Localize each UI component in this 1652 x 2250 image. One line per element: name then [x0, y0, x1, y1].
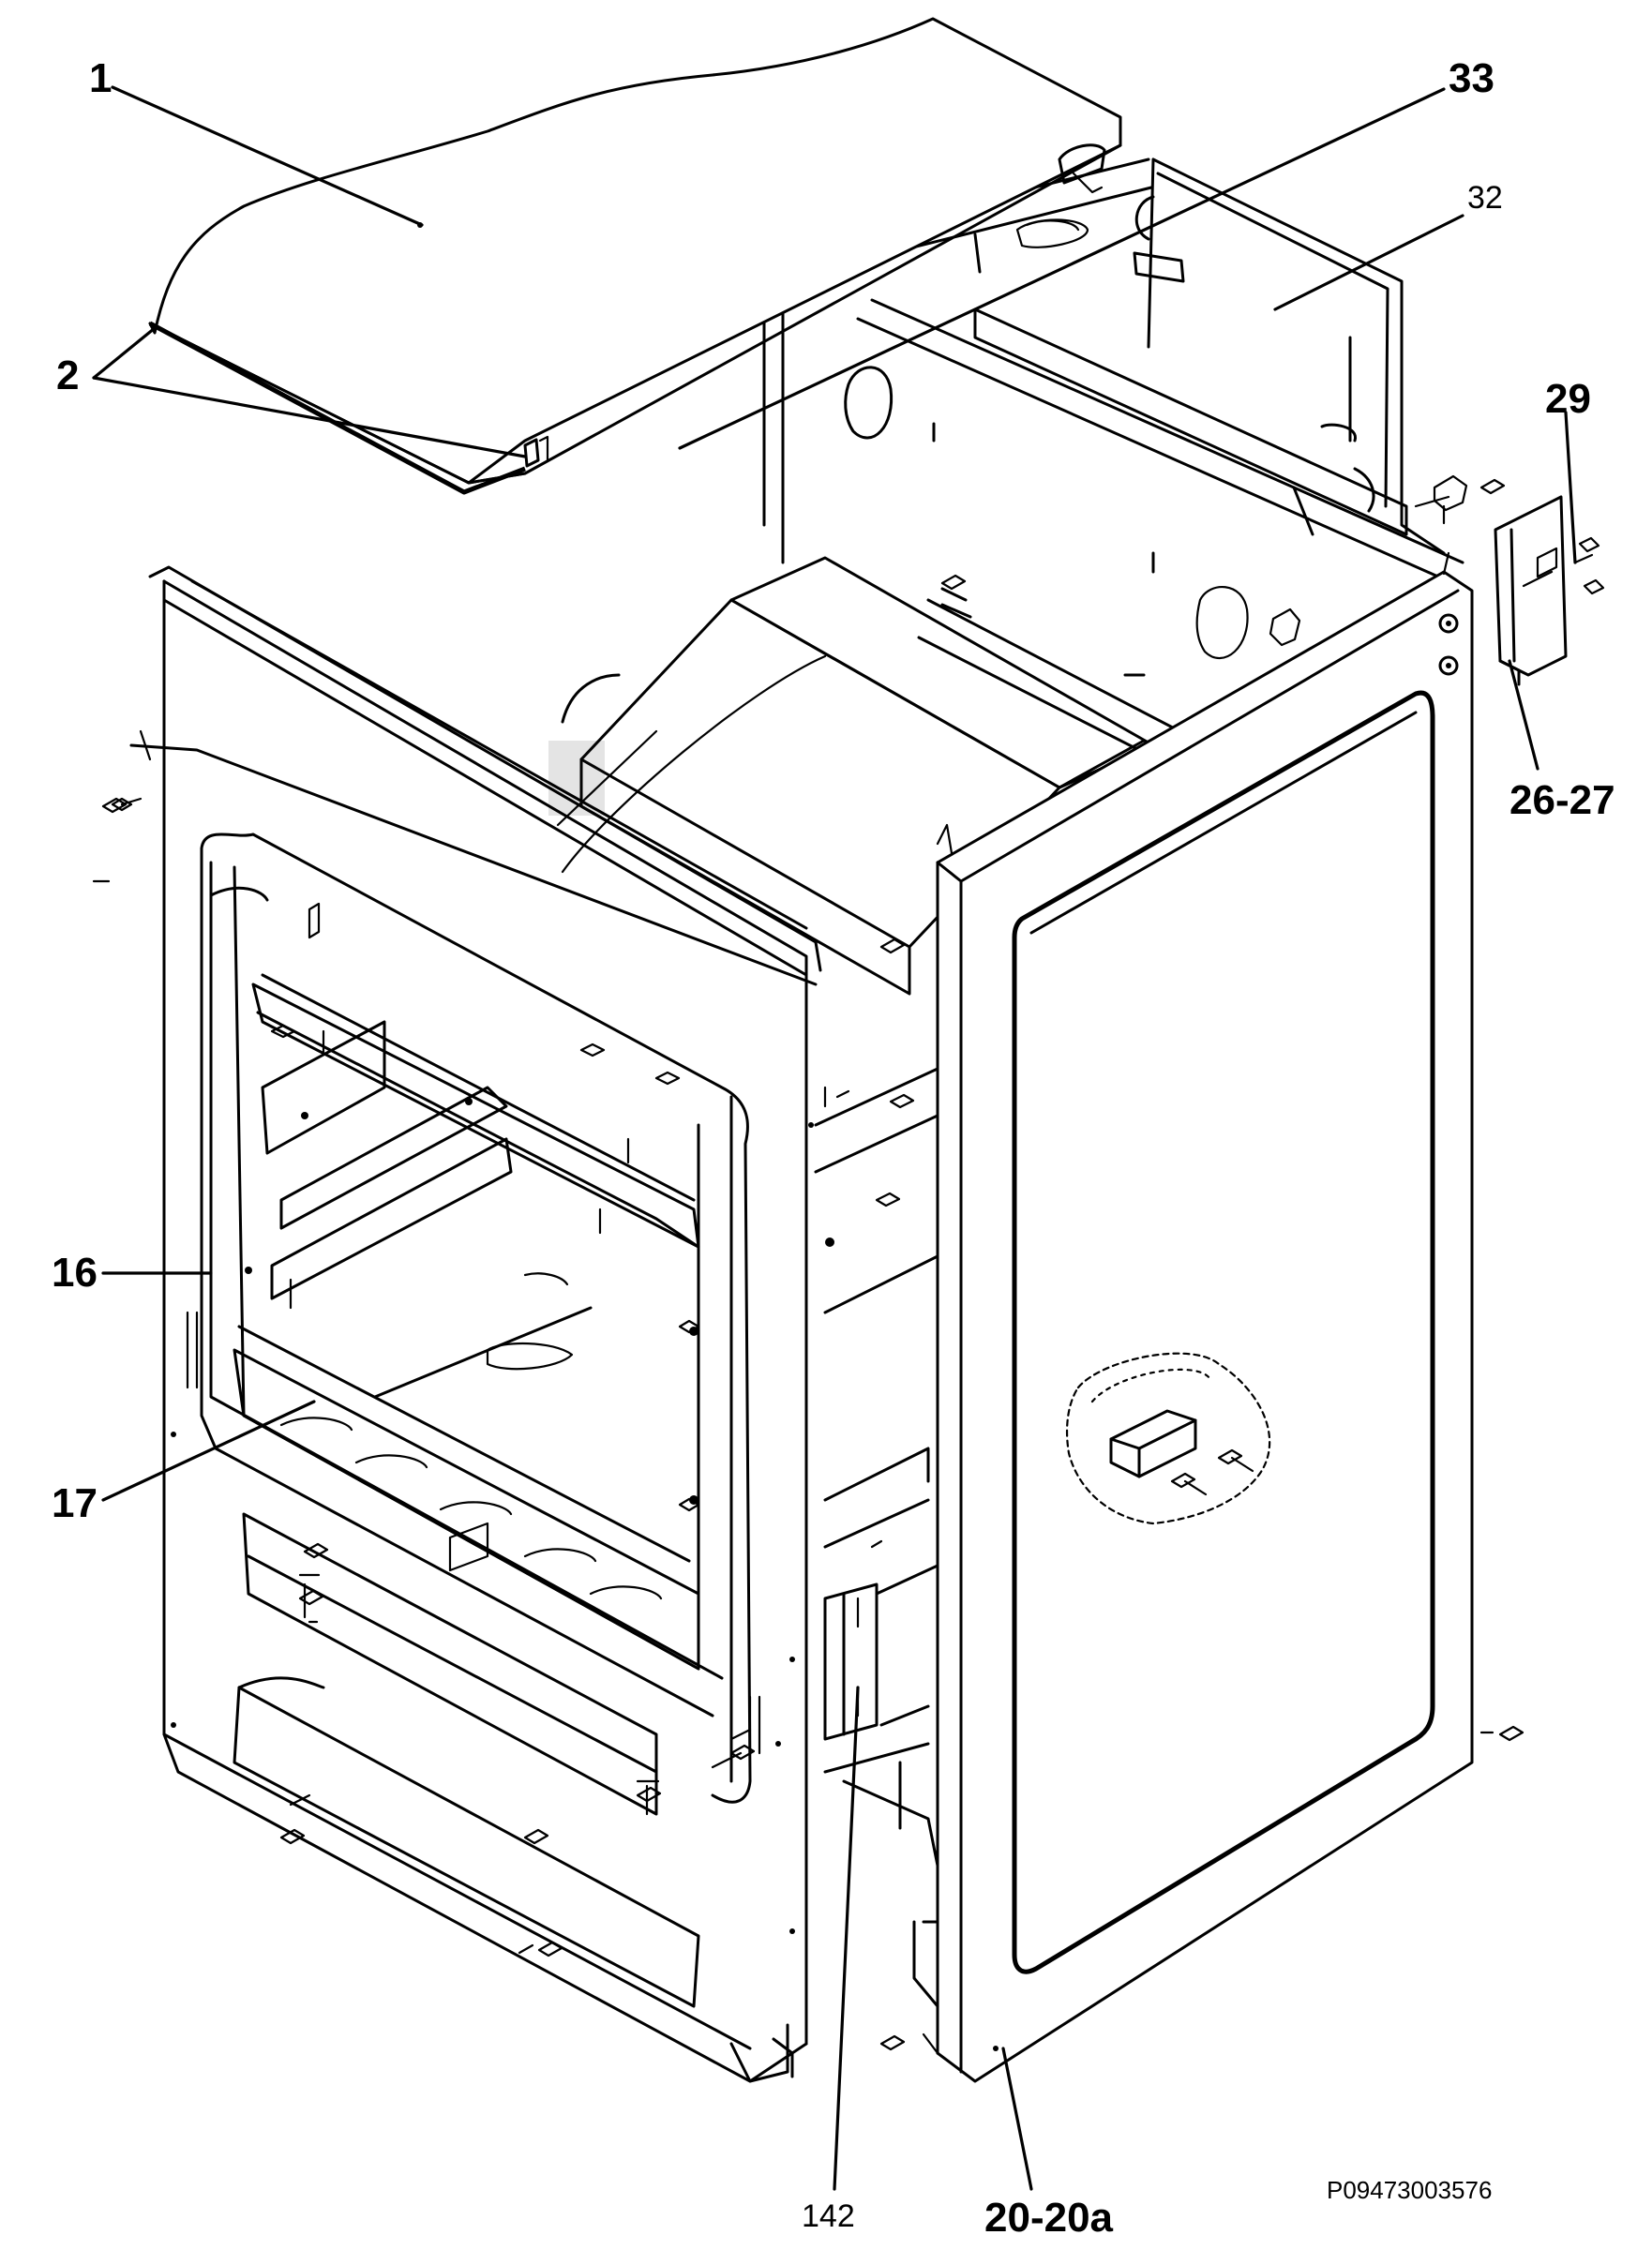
leader-lines [92, 85, 1577, 2191]
callout-labels: 1 2 33 32 29 26-27 16 17 142 20-20a P094… [52, 55, 1615, 2241]
leader-26-27 [1508, 659, 1539, 771]
top-cover-panel [148, 17, 1122, 495]
leader-17 [101, 1400, 316, 1502]
door-panel-20 [912, 551, 1474, 2083]
callout-29: 29 [1545, 376, 1591, 422]
drawing-code: P09473003576 [1327, 2176, 1492, 2204]
leader-32 [1273, 214, 1464, 311]
callout-20-20a: 20-20a [984, 2195, 1114, 2241]
leader-20-20a [1001, 2047, 1033, 2191]
callout-1: 1 [89, 55, 112, 101]
callout-17: 17 [52, 1480, 98, 1526]
callout-16: 16 [52, 1250, 98, 1296]
hinge-bracket-26-27 [1438, 495, 1605, 686]
screws [101, 478, 1524, 2051]
hinge-bracket-142 [814, 1067, 939, 1868]
leader-2b [92, 326, 157, 380]
callout-142: 142 [802, 2198, 855, 2234]
leader-142 [833, 1686, 860, 2191]
inner-box [548, 486, 1361, 996]
leader-33 [678, 87, 1446, 450]
leader-2a [92, 376, 527, 458]
front-side-panel [92, 565, 822, 2083]
leader-1 [111, 85, 424, 227]
callout-32: 32 [1467, 180, 1503, 216]
leader-29 [1564, 411, 1577, 564]
callout-33: 33 [1449, 55, 1494, 101]
callout-2: 2 [56, 352, 79, 398]
callout-26-27: 26-27 [1509, 777, 1615, 823]
